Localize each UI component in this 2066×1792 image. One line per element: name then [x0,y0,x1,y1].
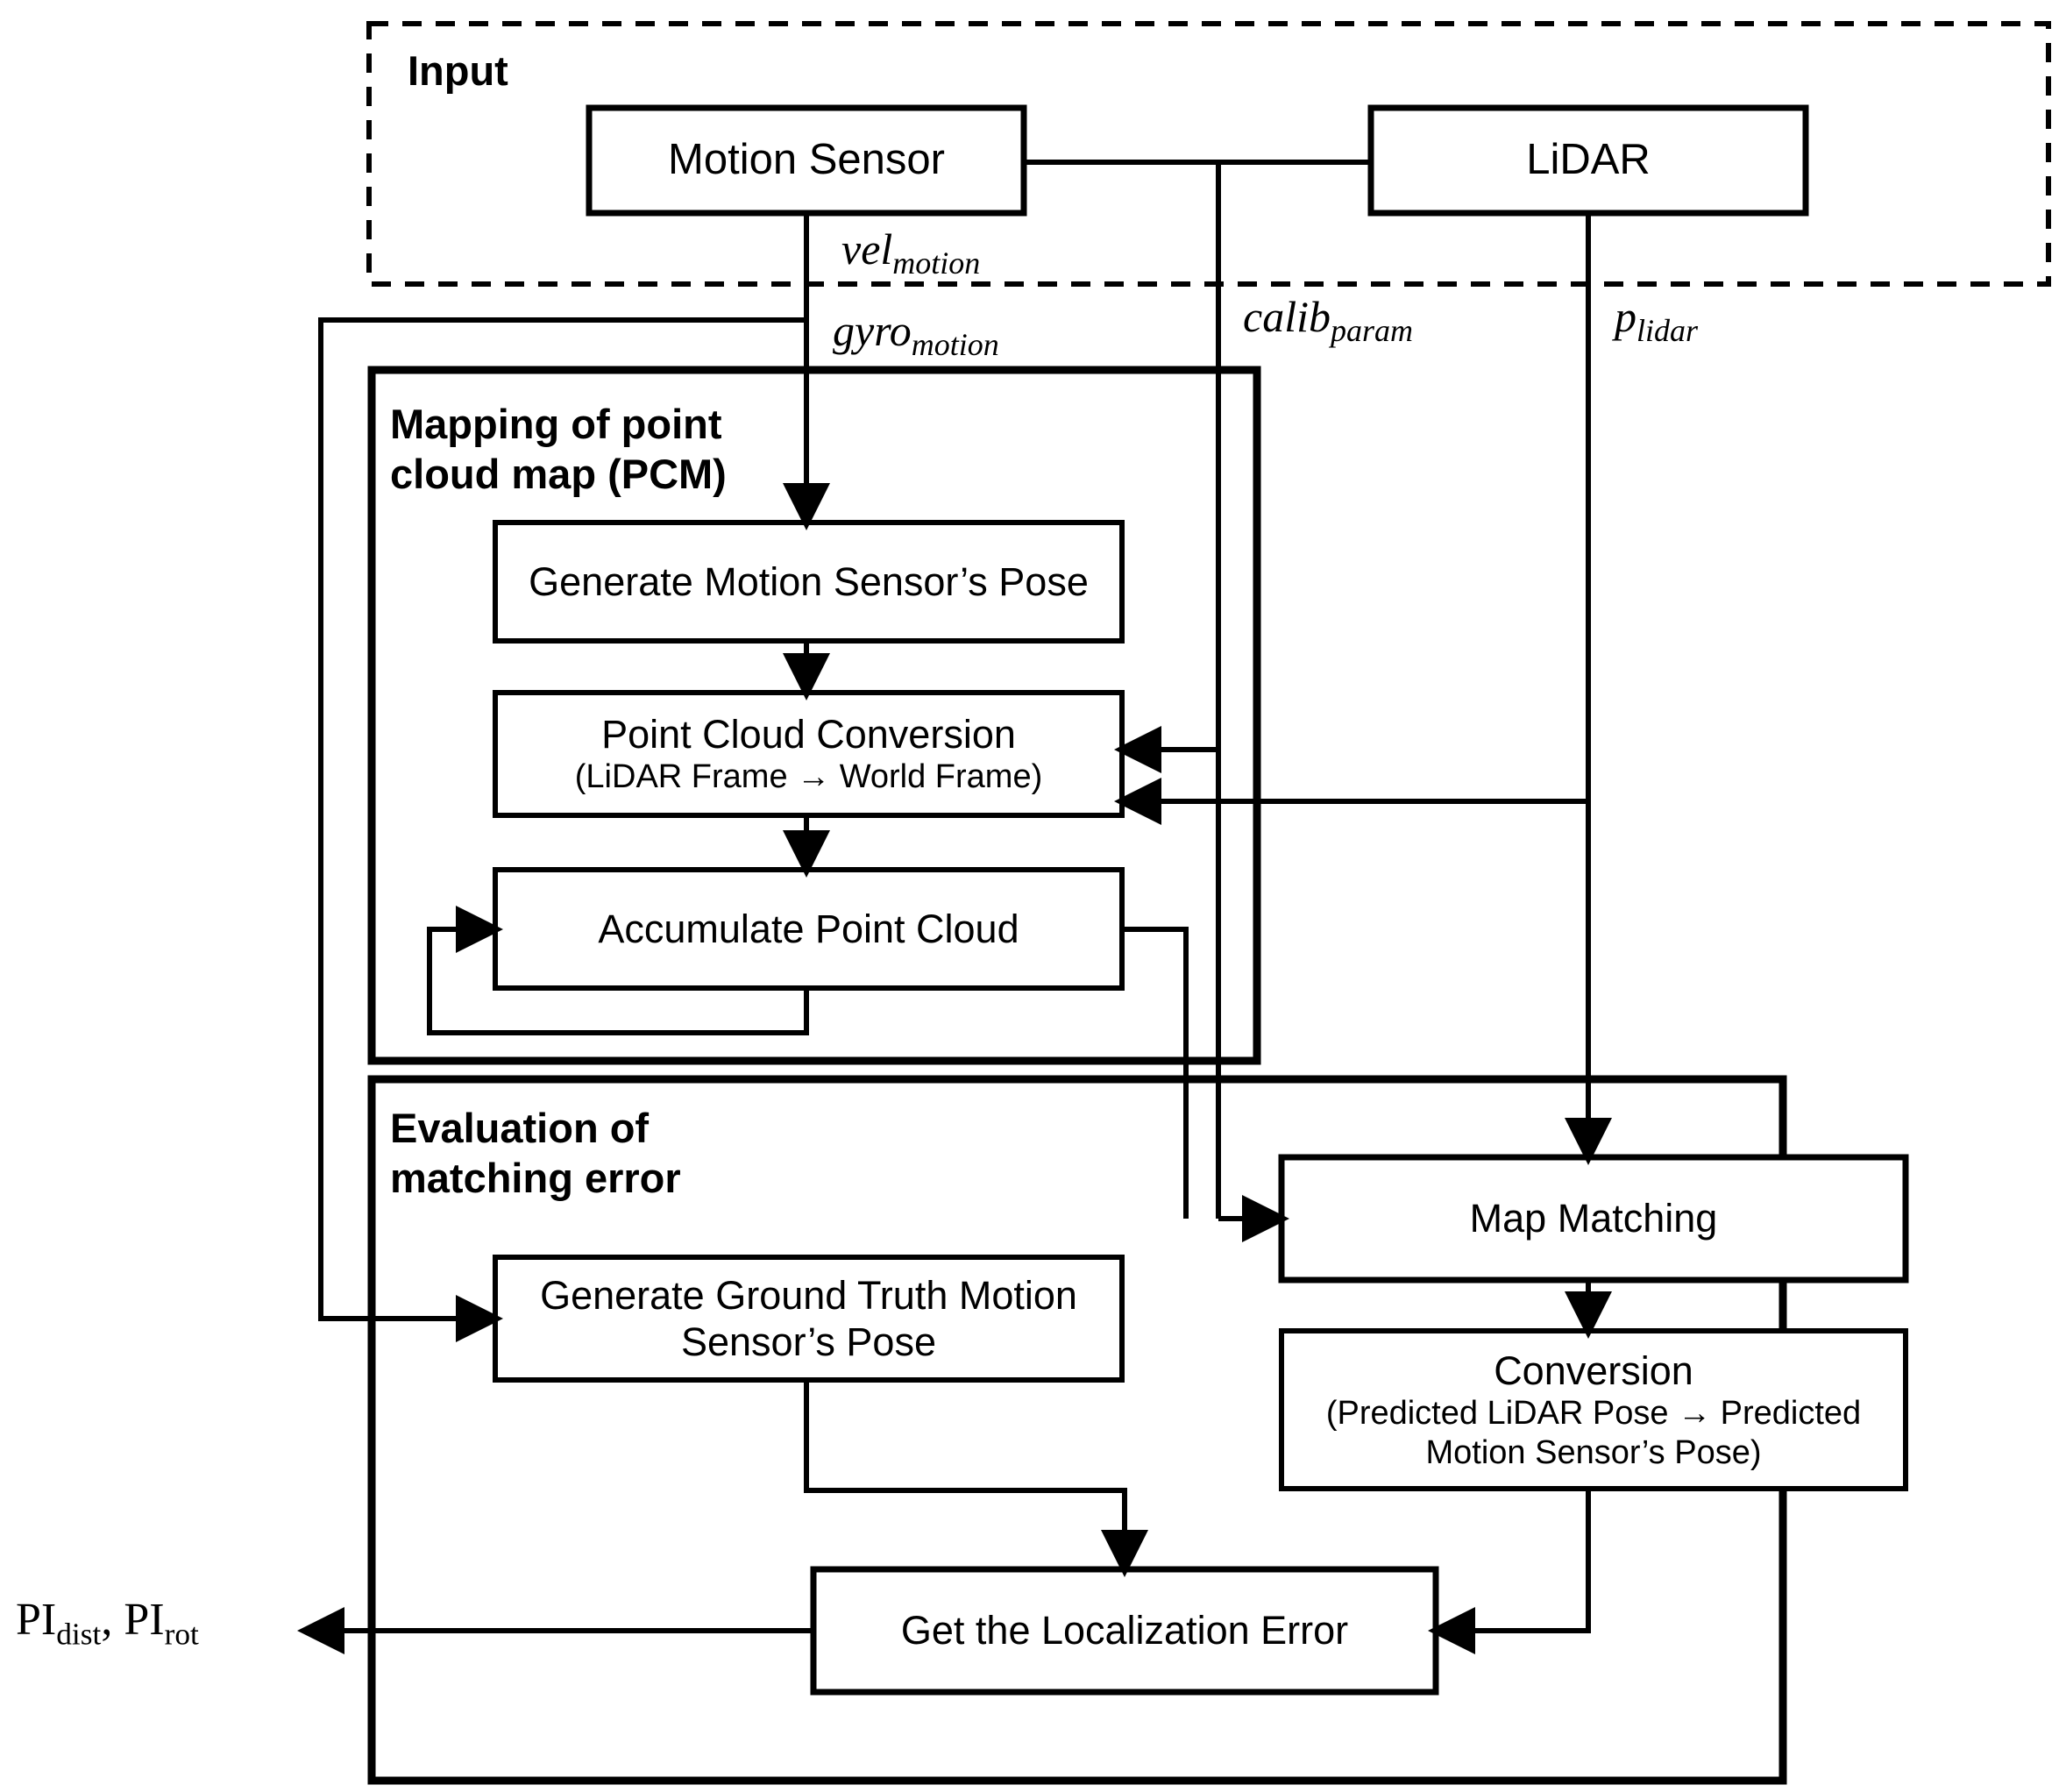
box-get-localization-error [810,1566,1439,1696]
box-motion-sensor [586,104,1027,217]
edge-conversion-to-geterror [1428,1489,1591,1654]
box-lidar [1367,104,1809,217]
edge-groundtruth-feedback-trunk [318,317,806,1342]
edge-label-calib-param-sub: param [1330,313,1413,348]
edge-label-p-lidar-sub: lidar [1636,313,1699,348]
edge-accumulate-to-mapmatching [1122,927,1189,1219]
box-point-cloud-conversion [493,690,1125,818]
box-map-matching [1278,1154,1909,1284]
edge-label-calib-param-base: calib [1243,292,1331,341]
edge-label-vel-motion: velmotion [841,224,980,281]
box-accumulate-point-cloud [493,867,1125,991]
edge-label-gyro-motion: gyromotion [833,305,999,363]
group-title-eval: Evaluation of matching error [390,1105,681,1202]
edge-label-p-lidar-base: p [1615,292,1636,341]
output-label-pi-rot-sub: rot [164,1616,199,1652]
edge-label-gyro-motion-sub: motion [911,327,999,362]
output-label-pi-dist-base: PI [16,1595,57,1645]
output-label-pi-dist-sub: dist [56,1616,102,1652]
output-label-separator: , [101,1595,124,1645]
edge-label-calib-param: calibparam [1243,291,1413,349]
output-label-performance-indices: PIdist, PIrot [16,1594,199,1652]
edge-accumulate-feedback-loop [427,906,809,1035]
box-generate-ground-truth-pose [493,1255,1125,1383]
group-title-input: Input [408,47,508,94]
box-generate-motion-pose [493,520,1125,644]
edge-label-p-lidar: plidar [1615,291,1698,349]
edge-label-vel-motion-base: vel [841,224,893,274]
edge-groundtruth-to-geterror [804,1380,1148,1577]
box-conversion [1279,1328,1908,1491]
edge-label-vel-motion-sub: motion [892,245,981,281]
group-title-pcm: Mapping of point cloud map (PCM) [390,401,727,498]
output-label-pi-rot-base: PI [124,1595,165,1645]
edge-label-gyro-motion-base: gyro [833,306,912,355]
